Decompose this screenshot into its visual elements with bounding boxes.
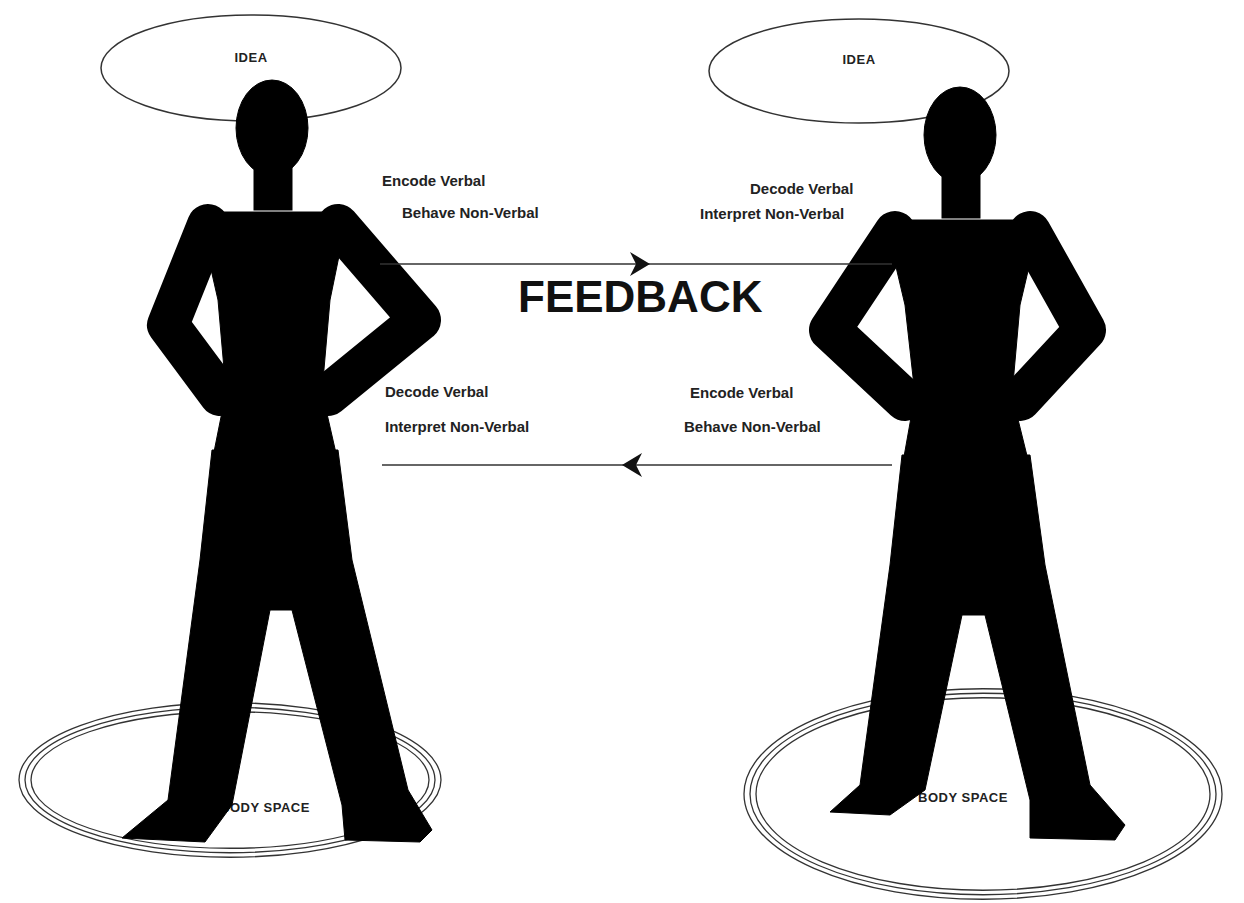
neck bbox=[942, 168, 980, 218]
node-label: BODY SPACE bbox=[220, 800, 310, 815]
exchange-arrows bbox=[380, 252, 892, 477]
process-label: Interpret Non-Verbal bbox=[700, 205, 844, 222]
arm bbox=[830, 232, 905, 400]
process-label: Encode Verbal bbox=[382, 172, 485, 189]
legs bbox=[122, 450, 432, 842]
legs bbox=[830, 455, 1125, 840]
process-label: Behave Non-Verbal bbox=[402, 204, 539, 221]
arrow-head bbox=[622, 453, 642, 477]
arm bbox=[168, 225, 220, 395]
arm bbox=[328, 225, 420, 395]
node-label: IDEA bbox=[234, 50, 267, 65]
arm bbox=[1020, 232, 1085, 400]
process-label: Encode Verbal bbox=[690, 384, 793, 401]
body-space-rings: BODY SPACE bbox=[743, 688, 1223, 900]
process-label: Decode Verbal bbox=[385, 383, 488, 400]
process-label: Decode Verbal bbox=[750, 180, 853, 197]
process-label: Interpret Non-Verbal bbox=[385, 418, 529, 435]
node-label: IDEA bbox=[842, 52, 875, 67]
node-label: BODY SPACE bbox=[918, 790, 1008, 805]
neck bbox=[254, 160, 292, 210]
torso bbox=[885, 220, 1040, 468]
ring bbox=[750, 693, 1216, 895]
ring bbox=[744, 689, 1222, 900]
left-figure bbox=[122, 80, 432, 842]
right-figure bbox=[830, 87, 1125, 840]
process-label: Behave Non-Verbal bbox=[684, 418, 821, 435]
arrow-line bbox=[382, 464, 892, 466]
ring bbox=[756, 698, 1210, 891]
center-heading: FEEDBACK bbox=[518, 272, 762, 322]
